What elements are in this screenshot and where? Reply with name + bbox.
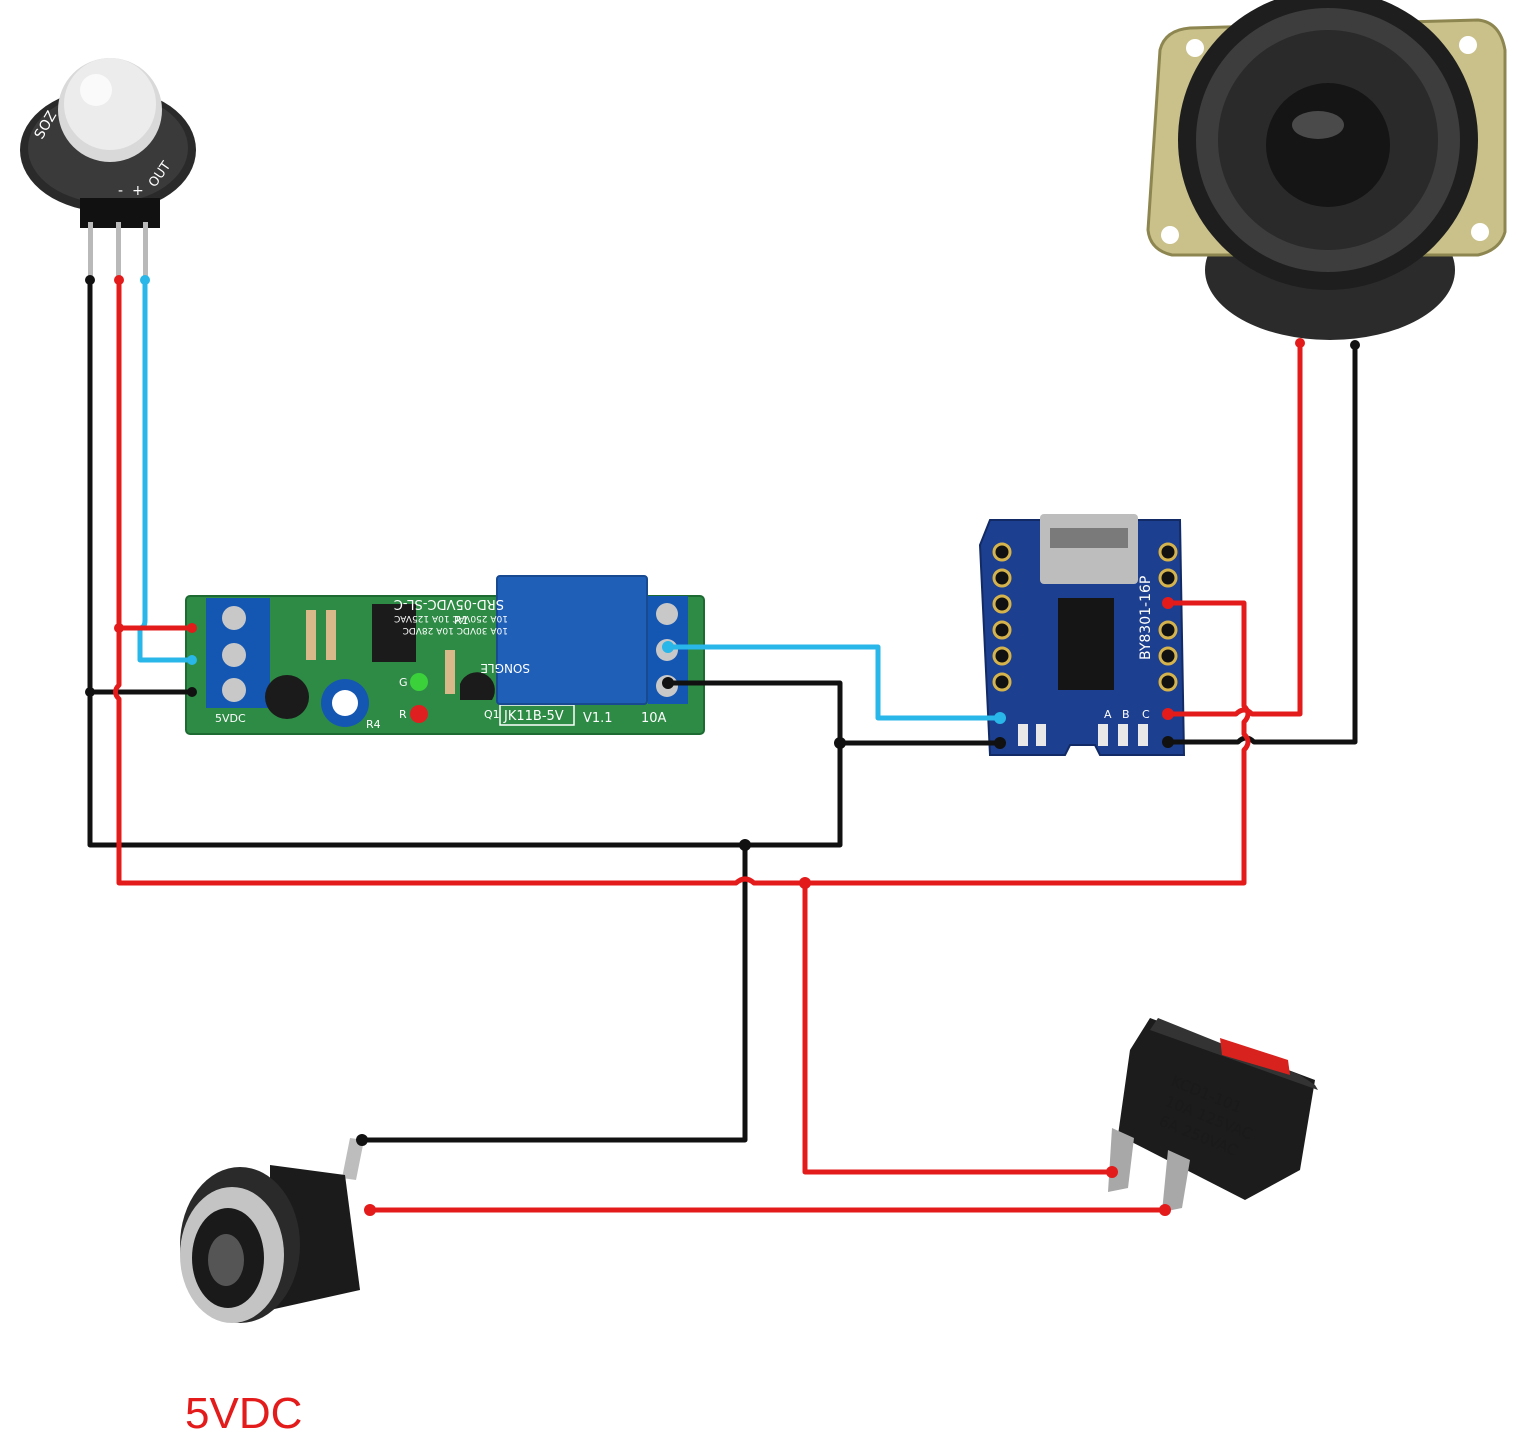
speaker-mount-hole <box>1161 226 1179 244</box>
red-led <box>410 705 428 723</box>
board-current: 10A <box>641 711 667 726</box>
speaker-mount-hole <box>1186 39 1204 57</box>
wire-relay-to-mp3 <box>665 644 1003 721</box>
smd-pad <box>1098 724 1108 746</box>
pir-silk-minus: - <box>118 183 123 199</box>
relay-rating-2: 10A 30VDC 10A 28VDC <box>403 625 508 635</box>
junction-dot <box>85 687 95 697</box>
smd-pad <box>1018 724 1028 746</box>
resistor <box>445 650 455 694</box>
pir-pin <box>88 222 93 280</box>
green-led <box>410 673 428 691</box>
label-r1: R1 <box>454 614 469 627</box>
junction-dot <box>187 655 197 665</box>
board-version: V1.1 <box>583 711 613 726</box>
wire-pir-out <box>137 277 195 663</box>
resistor <box>326 610 336 660</box>
relay-brand: SONGLE <box>480 661 530 675</box>
terminal-screw <box>222 606 246 630</box>
label-supply: 5VDC <box>215 712 246 725</box>
junction-dot <box>1162 736 1174 748</box>
speaker-mount-hole <box>1459 36 1477 54</box>
junction-dot <box>834 737 846 749</box>
speaker-mount-hole <box>1471 223 1489 241</box>
junction-dot <box>662 641 674 653</box>
mp3-chip-label: BY8301-16P <box>1138 576 1154 660</box>
junction-dot <box>1162 597 1174 609</box>
junction-dot <box>662 677 674 689</box>
junction-dot <box>187 623 197 633</box>
relay-module: R1 R4 G R Q1 5VDC JK11B-5V V1.1 10A SRD-… <box>185 575 705 735</box>
speaker-dust-cap <box>1266 83 1390 207</box>
switch-terminal <box>1108 1128 1134 1192</box>
label-q1: Q1 <box>484 708 500 721</box>
wire-mp3-speaker <box>1165 340 1303 717</box>
switch-rocker <box>1220 1038 1290 1075</box>
mp3-left-pins <box>992 542 1012 692</box>
terminal-screw <box>222 678 246 702</box>
junction-dot <box>114 623 124 633</box>
resistor <box>306 610 316 660</box>
wire-relay-com <box>665 680 1003 746</box>
relay-body <box>496 575 648 705</box>
smd-pad <box>1138 724 1148 746</box>
pir-pin <box>116 222 121 280</box>
jack-pin <box>342 1138 364 1180</box>
junction-dot <box>114 275 124 285</box>
wire-pir-vcc <box>113 277 1251 886</box>
pad-b-label: B <box>1122 708 1130 721</box>
junction-dot <box>1295 338 1305 348</box>
smd-pad <box>1118 724 1128 746</box>
power-caption: 5VDC <box>185 1389 302 1432</box>
junction-dot <box>1162 708 1174 720</box>
terminal-screw <box>656 603 678 625</box>
pir-silk-plus: + <box>132 183 144 199</box>
timer-ic <box>372 604 416 662</box>
board-label: JK11B-5V <box>503 709 564 724</box>
pad-a-label: A <box>1104 708 1112 721</box>
junction-dot <box>140 275 150 285</box>
pir-sensor: SOZ - + OUT <box>20 58 196 280</box>
label-r4: R4 <box>366 718 381 731</box>
mp3-right-pins <box>1158 542 1178 692</box>
mp3-chip <box>1058 598 1114 690</box>
junction-dot <box>994 737 1006 749</box>
relay-rating-1: 10A 250VAC 10A 125VAC <box>394 613 508 623</box>
label-g: G <box>399 676 408 689</box>
junction-dot <box>85 275 95 285</box>
capacitor <box>265 675 309 719</box>
rocker-switch: KCD1-101 10A 125VAC 6A 250VAC <box>1108 1018 1318 1212</box>
junction-dot <box>994 712 1006 724</box>
junction-dot <box>1159 1204 1171 1216</box>
wire-mp3-gnd-speaker <box>1165 342 1358 745</box>
dc-power-jack <box>180 1138 364 1323</box>
wire-jack-gnd <box>359 842 748 1143</box>
pir-pin <box>143 222 148 280</box>
pad-c-label: C <box>1142 708 1150 721</box>
mp3-module: BY8301-16P A B C <box>978 514 1186 756</box>
junction-dot <box>739 839 751 851</box>
junction-dot <box>364 1204 376 1216</box>
wires <box>87 277 1358 1213</box>
speaker <box>1146 0 1507 340</box>
transistor <box>460 672 495 700</box>
junction-dots <box>85 275 1360 1216</box>
wire-pir-gnd <box>87 277 843 848</box>
terminal-screw <box>222 643 246 667</box>
junction-dot <box>356 1134 368 1146</box>
switch-terminal <box>1162 1150 1190 1212</box>
smd-pad <box>1036 724 1046 746</box>
junction-dot <box>1106 1166 1118 1178</box>
micro-usb-port <box>1040 514 1138 584</box>
junction-dot <box>799 877 811 889</box>
junction-dot <box>187 687 197 697</box>
junction-dot <box>1350 340 1360 350</box>
label-r: R <box>399 708 407 721</box>
relay-model: SRD-05VDC-SL-C <box>394 596 504 611</box>
wire-switch-feed <box>802 880 1115 1175</box>
